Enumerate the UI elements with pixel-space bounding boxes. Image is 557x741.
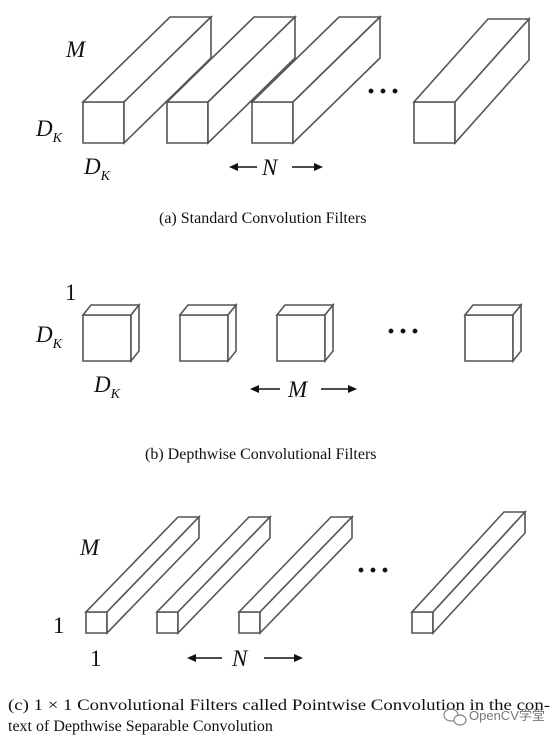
caption-c-line1: (c) 1 × 1 Convolutional Filters called P… (8, 697, 550, 714)
count-arrow-a (229, 163, 323, 171)
watermark-text: OpenCV学堂 (469, 708, 545, 723)
ellipsis-a: ··· (366, 75, 402, 108)
filter-cube-b1 (81, 302, 141, 364)
caption-a: (a) Standard Convolution Filters (159, 210, 367, 227)
count-label-c: N (231, 646, 249, 671)
panel-a-standard-convolution: M DK DK ··· N (a) Standard Convolution F… (35, 15, 531, 227)
filter-cube-b2 (178, 302, 238, 364)
height-label-a: DK (35, 116, 63, 146)
filter-cuboid-a2 (165, 15, 297, 145)
chat-bubble-icon (443, 708, 467, 726)
count-arrow-b (250, 385, 357, 393)
filter-rod-c2 (155, 515, 272, 635)
width-label-a: DK (83, 154, 111, 184)
filter-cuboid-a3 (250, 15, 382, 145)
filter-cuboid-a1 (81, 15, 213, 145)
filter-rod-c1 (84, 515, 201, 635)
count-label-a: N (261, 155, 279, 180)
filter-cube-b3 (275, 302, 335, 364)
count-arrow-c (187, 654, 303, 662)
panel-b-depthwise-convolution: 1 DK DK ··· M (b) Depthwise Convolutiona… (35, 280, 523, 463)
depth-label-a: M (65, 37, 87, 62)
panel-c-pointwise-convolution: M 1 1 ··· N (c) 1 × 1 Convolutional Filt… (8, 509, 550, 735)
watermark: OpenCV学堂 (443, 708, 545, 726)
caption-c-line2: text of Depthwise Separable Convolution (8, 718, 273, 735)
filter-rod-c4 (410, 509, 527, 636)
depth-label-b: 1 (65, 280, 77, 305)
width-label-b: DK (93, 372, 121, 402)
filter-cube-b4 (463, 302, 523, 364)
width-label-c: 1 (90, 646, 102, 671)
caption-b: (b) Depthwise Convolutional Filters (145, 446, 377, 463)
height-label-b: DK (35, 322, 63, 352)
depth-label-c: M (79, 535, 101, 560)
filter-cuboid-a4 (412, 16, 531, 146)
ellipsis-b: ··· (386, 315, 422, 348)
height-label-c: 1 (53, 613, 65, 638)
ellipsis-c: ··· (356, 554, 392, 587)
filter-rod-c3 (237, 515, 354, 635)
count-label-b: M (287, 377, 309, 402)
